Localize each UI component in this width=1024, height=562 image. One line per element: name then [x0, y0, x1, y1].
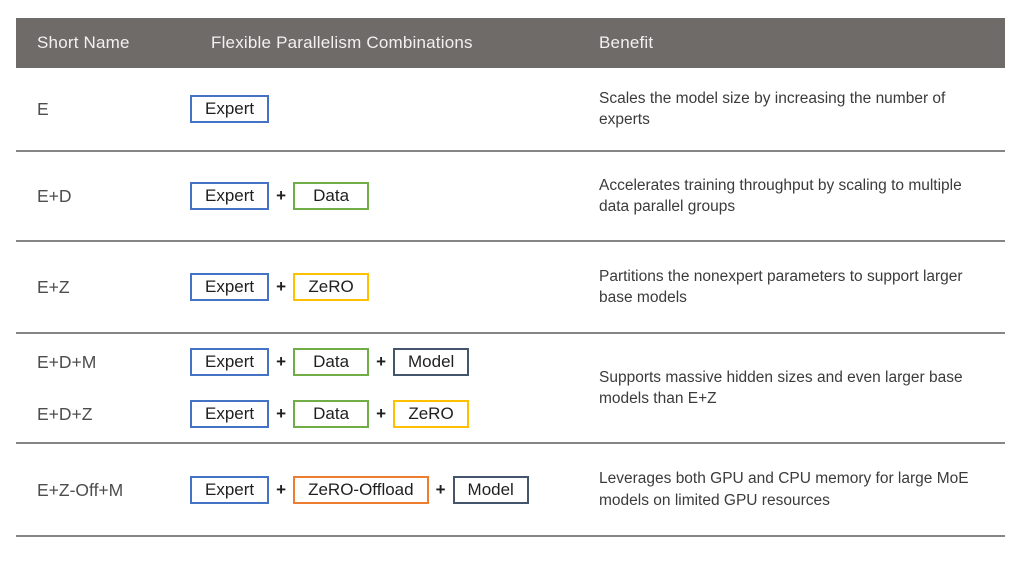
plus-sign: +: [276, 186, 287, 205]
column-header-combinations: Flexible Parallelism Combinations: [211, 33, 473, 52]
combination-line: Expert: [190, 95, 585, 123]
combination-line: Expert + Data + ZeRO: [190, 400, 585, 428]
short-name-cell: E+D: [16, 182, 190, 210]
parallelism-table: Short Name Flexible Parallelism Combinat…: [16, 18, 1005, 537]
plus-sign: +: [376, 404, 387, 423]
combination-line: Expert + ZeRO: [190, 273, 585, 301]
short-name-label: E+D+M: [37, 352, 97, 372]
plus-sign: +: [276, 352, 287, 371]
table-body: E Expert Scales the model size by increasi…: [16, 68, 1005, 537]
short-name-cell: E+D+M E+D+Z: [16, 348, 190, 428]
table-row: E+Z-Off+M Expert + ZeRO-Offload + Model Levera…: [16, 444, 1005, 537]
parallelism-box-data: Data: [293, 182, 370, 210]
plus-sign: +: [376, 352, 387, 371]
parallelism-box-data: Data: [293, 400, 370, 428]
table-header-row: Short Name Flexible Parallelism Combinat…: [16, 18, 1005, 68]
benefit-text: Partitions the nonexpert parameters to s…: [599, 267, 963, 306]
parallelism-box-expert: Expert: [190, 475, 270, 504]
short-name-label: E+D+Z: [37, 404, 93, 424]
parallelism-box-model: Model: [393, 348, 470, 376]
benefit-text: Scales the model size by increasing the …: [599, 89, 946, 128]
short-name-cell: E+Z: [16, 273, 190, 301]
parallelism-box-expert: Expert: [190, 348, 270, 376]
benefit-cell: Scales the model size by increasing the …: [585, 88, 1005, 131]
plus-sign: +: [276, 277, 287, 296]
column-header-benefit: Benefit: [599, 33, 654, 52]
table-row: E+Z Expert + ZeRO Partitions the nonexpert p…: [16, 242, 1005, 334]
column-header-short-name: Short Name: [37, 33, 130, 52]
table-row: E+D Expert + Data Accelerates training throu…: [16, 152, 1005, 242]
combination-line: Expert + Data: [190, 182, 585, 210]
table-row: E Expert Scales the model size by increasi…: [16, 68, 1005, 152]
short-name-label: E: [37, 99, 49, 119]
benefit-text: Leverages both GPU and CPU memory for la…: [599, 470, 969, 509]
parallelism-box-model: Model: [452, 475, 529, 504]
short-name-cell: E: [16, 95, 190, 123]
benefit-cell: Leverages both GPU and CPU memory for la…: [585, 468, 1005, 511]
parallelism-box-zero-offload: ZeRO-Offload: [293, 475, 429, 504]
parallelism-box-expert: Expert: [190, 95, 270, 123]
parallelism-box-expert: Expert: [190, 400, 270, 428]
parallelism-box-expert: Expert: [190, 273, 270, 301]
combination-cell: Expert + ZeRO-Offload + Model: [190, 475, 585, 504]
combination-cell: Expert + Data: [190, 182, 585, 210]
benefit-text: Accelerates training throughput by scali…: [599, 176, 962, 215]
benefit-cell: Partitions the nonexpert parameters to s…: [585, 266, 1005, 309]
benefit-cell: Supports massive hidden sizes and even l…: [585, 367, 1005, 410]
combination-cell: Expert: [190, 95, 585, 123]
parallelism-box-zero: ZeRO: [293, 273, 370, 301]
short-name-label: E+D: [37, 186, 72, 206]
short-name-label: E+Z: [37, 277, 70, 297]
parallelism-box-data: Data: [293, 348, 370, 376]
plus-sign: +: [276, 479, 287, 499]
combination-cell: Expert + ZeRO: [190, 273, 585, 301]
combination-line: Expert + ZeRO-Offload + Model: [190, 475, 585, 504]
parallelism-box-zero: ZeRO: [393, 400, 470, 428]
plus-sign: +: [435, 479, 446, 499]
benefit-cell: Accelerates training throughput by scali…: [585, 175, 1005, 218]
short-name-cell: E+Z-Off+M: [16, 476, 190, 504]
short-name-label: E+Z-Off+M: [37, 479, 124, 500]
plus-sign: +: [276, 404, 287, 423]
combination-line: Expert + Data + Model: [190, 348, 585, 376]
parallelism-box-expert: Expert: [190, 182, 270, 210]
benefit-text: Supports massive hidden sizes and even l…: [599, 368, 963, 407]
